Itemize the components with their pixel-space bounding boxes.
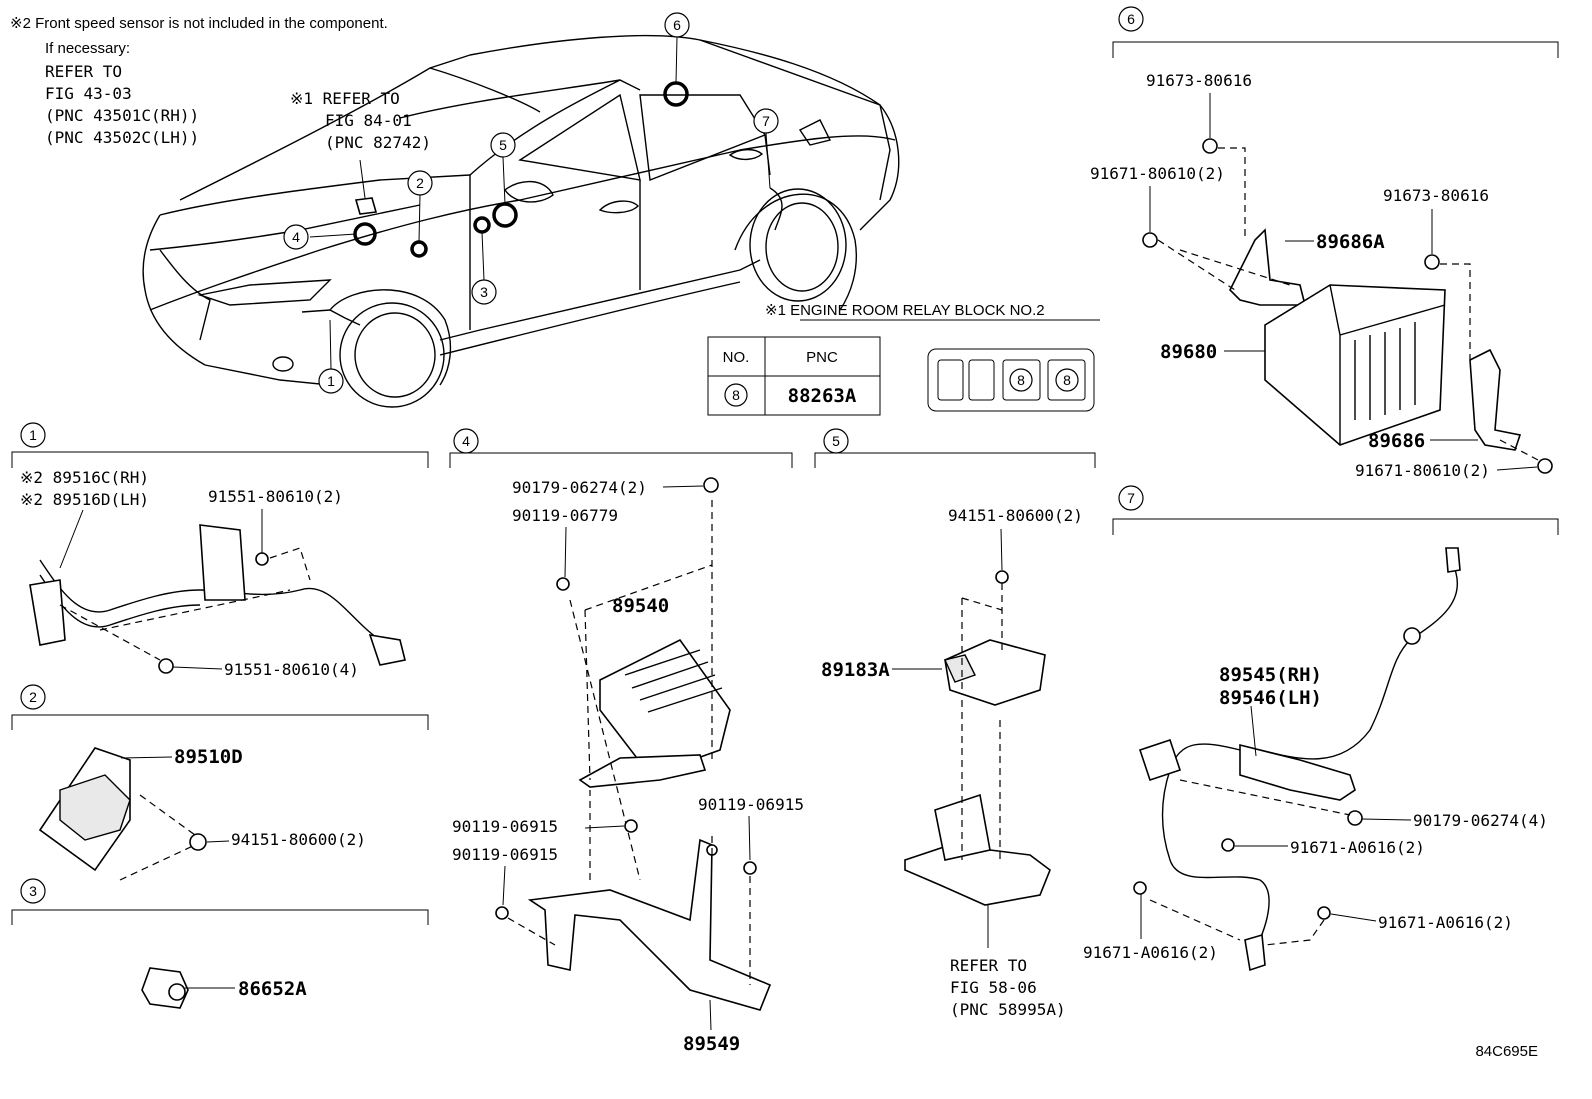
bolt-91671-d: 91671-80610(2): [1355, 461, 1490, 480]
callout-4: 4: [292, 229, 300, 245]
section-3-badge: 3: [29, 883, 37, 899]
bolt-91671-a0616-c: 91671-A0616(2): [1083, 943, 1218, 962]
note2-line5: (PNC 43501C(RH)): [45, 106, 199, 125]
part-89549: 89549: [683, 1033, 740, 1055]
location-2-marker: [410, 240, 428, 258]
bolt-91551-b: 91551-80610(4): [224, 660, 359, 679]
vehicle-location-markers: [301, 36, 783, 370]
section-6-control-unit: 6 91673-80616 91671-80610(2) 89686A 9167…: [1090, 6, 1559, 480]
section-1-front-height-sensor: 1 ※2 89516C(RH) ※2 89516D(LH) 91551-8061…: [11, 422, 429, 679]
section-4-ecu: 4 90179-06274(2) 90119-06779 89540 90119…: [449, 428, 804, 1055]
relay-block-title: ※1 ENGINE ROOM RELAY BLOCK NO.2: [765, 302, 1045, 319]
location-3-marker: [473, 216, 491, 234]
bolt-91671-b: 91671-80610(2): [1090, 164, 1225, 183]
part-89680: 89680: [1160, 341, 1217, 363]
table-header-no: NO.: [723, 349, 750, 366]
note-relay-reference: ※1 REFER TO FIG 84-01 (PNC 82742): [290, 89, 431, 152]
callout-7: 7: [762, 113, 770, 129]
note1-line1: ※1 REFER TO: [290, 89, 400, 108]
section-7-badge: 7: [1127, 490, 1135, 506]
note2-line6: (PNC 43502C(LH)): [45, 128, 199, 147]
relay-slot-b: 8: [1063, 372, 1071, 388]
bolt-91671-a0616-b: 91671-A0616(2): [1378, 913, 1513, 932]
relay-pnc-table: NO. PNC 8 88263A: [707, 336, 881, 416]
bolt-90119-left: 90119-06915: [452, 845, 558, 864]
section-5-sensor: 5 94151-80600(2) 89183A REFER TO FIG 58-…: [814, 428, 1096, 1019]
note2-line4: FIG 43-03: [45, 84, 132, 103]
note1-line2: FIG 84-01: [325, 111, 412, 130]
nut-90179-s4: 90179-06274(2): [512, 478, 647, 497]
section-7-rear-sensor: 7 89545(RH) 89546(LH) 90179-06274(4) 916…: [1083, 485, 1559, 972]
callout-3: 3: [480, 284, 488, 300]
part-89545: 89545(RH): [1219, 664, 1322, 686]
part-89686: 89686: [1368, 430, 1425, 452]
note2-line1: ※2 Front speed sensor is not included in…: [10, 15, 388, 32]
section-1-badge: 1: [29, 427, 37, 443]
rear-sensor-marker: [769, 187, 783, 231]
note2-line2: If necessary:: [45, 40, 130, 57]
part-89540: 89540: [612, 595, 669, 617]
front-sensor-marker: [301, 309, 361, 326]
relay-block-layout: 8 8: [927, 348, 1095, 412]
section-5-badge: 5: [832, 433, 840, 449]
part-89516d: ※2 89516D(LH): [20, 490, 149, 509]
part-89546: 89546(LH): [1219, 687, 1322, 709]
refer-s5-line2: FIG 58-06: [950, 978, 1037, 997]
relay-block-legend: ※1 ENGINE ROOM RELAY BLOCK NO.2 NO. PNC …: [707, 302, 1100, 416]
nut-94151-s2: 94151-80600(2): [231, 830, 366, 849]
bolt-90119-right: 90119-06915: [698, 795, 804, 814]
section-6-badge: 6: [1127, 11, 1135, 27]
note2-line3: REFER TO: [45, 62, 122, 81]
table-no-value: 8: [732, 387, 740, 403]
section-3-sensor: 3 86652A: [11, 878, 429, 1009]
bolt-91671-a0616-a: 91671-A0616(2): [1290, 838, 1425, 857]
nut-90179-s7: 90179-06274(4): [1413, 811, 1548, 830]
location-5-marker: [492, 202, 518, 228]
part-89183a: 89183A: [821, 659, 890, 681]
callout-1: 1: [327, 373, 335, 389]
vehicle-outline: [142, 34, 900, 408]
note-front-speed-sensor: ※2 Front speed sensor is not included in…: [10, 15, 388, 147]
part-89686a: 89686A: [1316, 231, 1385, 253]
section-2-badge: 2: [29, 689, 37, 705]
bolt-90119-mid: 90119-06915: [452, 817, 558, 836]
section-2-yaw-sensor: 2 89510D 94151-80600(2): [11, 684, 429, 881]
bolt-90119-06779: 90119-06779: [512, 506, 618, 525]
part-89510d: 89510D: [174, 746, 243, 768]
location-6-marker: [663, 81, 689, 107]
refer-s5-line3: (PNC 58995A): [950, 1000, 1066, 1019]
part-89516c: ※2 89516C(RH): [20, 468, 149, 487]
section-4-badge: 4: [462, 433, 470, 449]
refer-s5-line1: REFER TO: [950, 956, 1027, 975]
bolt-91673-c: 91673-80616: [1383, 186, 1489, 205]
callout-2: 2: [416, 175, 424, 191]
table-pnc-value: 88263A: [788, 385, 857, 407]
nut-94151-s5: 94151-80600(2): [948, 506, 1083, 525]
callout-6: 6: [673, 17, 681, 33]
part-86652a: 86652A: [238, 978, 307, 1000]
bolt-91551-a: 91551-80610(2): [208, 487, 343, 506]
relay-block-marker: [354, 197, 378, 215]
relay-slot-a: 8: [1017, 372, 1025, 388]
callout-5: 5: [499, 137, 507, 153]
figure-code: 84C695E: [1475, 1043, 1538, 1060]
note1-line3: (PNC 82742): [325, 133, 431, 152]
table-header-pnc: PNC: [806, 349, 838, 366]
bolt-91673-a: 91673-80616: [1146, 71, 1252, 90]
vehicle-callouts: 4 2 3 5 6 7 1: [283, 12, 779, 394]
